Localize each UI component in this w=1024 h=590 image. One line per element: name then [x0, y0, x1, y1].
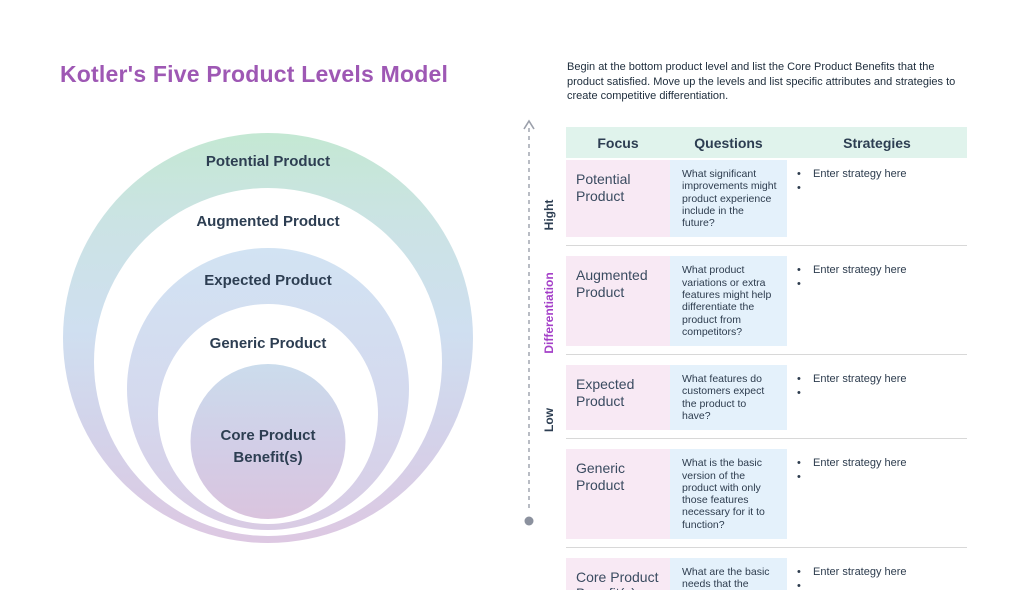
bullet-icon: • [797, 579, 801, 590]
bullet-icon: • [797, 457, 801, 470]
bullet-icon: • [797, 168, 801, 180]
bullet-icon: • [797, 278, 801, 291]
axis-arrow-line [523, 119, 535, 526]
axis-end-dot-icon [524, 516, 534, 526]
focus-cell: Generic Product [566, 449, 670, 539]
focus-cell: Augmented Product [566, 256, 670, 347]
strategy-table: Focus Questions Strategies Potential Pro… [566, 127, 967, 590]
level-label-potential: Potential Product [205, 153, 331, 170]
table-row-core: Core Product Benefit(s) What are the bas… [566, 557, 967, 590]
bullet-icon: • [797, 181, 801, 194]
strategy-cell[interactable]: • Enter strategy here • [787, 160, 967, 238]
row-divider [566, 354, 967, 356]
table-row-expected: Expected Product What features do custom… [566, 365, 967, 431]
table-row-generic: Generic Product What is the basic versio… [566, 449, 967, 539]
level-label-augmented: Augmented Product [196, 213, 340, 230]
question-cell: What significant improvements might prod… [670, 160, 787, 238]
bullet-icon: • [797, 470, 801, 483]
table-header: Focus Questions Strategies [566, 127, 967, 158]
question-cell: What features do customers expect the pr… [670, 365, 787, 431]
level-label-expected: Expected Product [204, 272, 332, 289]
focus-cell: Expected Product [566, 365, 670, 431]
row-divider [566, 438, 967, 440]
axis-label-differentiation: Differentiation [542, 272, 556, 354]
strategy-placeholder[interactable]: Enter strategy here [813, 457, 907, 470]
circle-core [190, 364, 346, 519]
header-questions: Questions [694, 134, 763, 151]
strategy-cell[interactable]: • Enter strategy here • [787, 557, 967, 590]
five-levels-diagram: Potential Product Augmented Product Expe… [58, 122, 478, 543]
arrow-up-icon [523, 119, 535, 130]
axis-label-high: Hight [542, 199, 556, 231]
table-row-augmented: Augmented Product What product variation… [566, 256, 967, 347]
row-divider [566, 546, 967, 548]
level-label-generic: Generic Product [209, 335, 327, 352]
bullet-icon: • [797, 373, 801, 386]
axis-label-low: Low [542, 408, 556, 432]
strategy-placeholder[interactable]: Enter strategy here [813, 168, 907, 180]
bullet-icon: • [797, 264, 801, 277]
strategy-cell[interactable]: • Enter strategy here • [787, 449, 967, 539]
instructions-text: Begin at the bottom product level and li… [567, 61, 956, 103]
header-strategies: Strategies [843, 134, 911, 151]
focus-cell: Potential Product [566, 160, 670, 238]
question-cell: What product variations or extra feature… [670, 256, 787, 347]
table-row-potential: Potential Product What significant impro… [566, 160, 967, 238]
question-cell: What are the basic needs that the custom… [670, 557, 787, 590]
strategy-cell[interactable]: • Enter strategy here • [787, 256, 967, 347]
bullet-icon: • [797, 386, 801, 399]
strategy-cell[interactable]: • Enter strategy here • [787, 365, 967, 431]
question-cell: What is the basic version of the product… [670, 449, 787, 539]
strategy-placeholder[interactable]: Enter strategy here [813, 565, 907, 578]
level-label-core: Core Product Benefit(s) [220, 427, 316, 466]
bullet-icon: • [797, 565, 801, 578]
strategy-placeholder[interactable]: Enter strategy here [813, 264, 907, 277]
page-title: Kotler's Five Product Levels Model [60, 61, 449, 87]
differentiation-axis: Hight Differentiation Low [516, 116, 568, 540]
row-divider [566, 245, 967, 247]
header-focus: Focus [597, 134, 639, 151]
focus-cell: Core Product Benefit(s) [566, 557, 670, 590]
strategy-placeholder[interactable]: Enter strategy here [813, 373, 907, 386]
